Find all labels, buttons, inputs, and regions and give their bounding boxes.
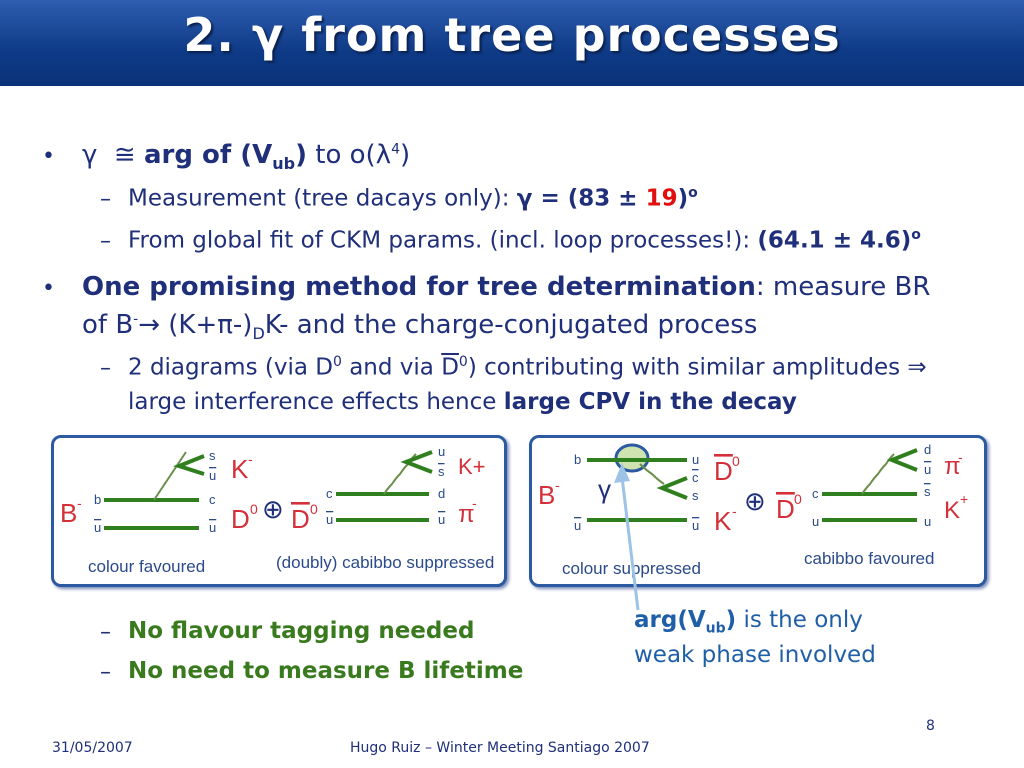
bullet-dot: • [42, 144, 55, 169]
quark-pair [400, 450, 433, 474]
sub-bullet-global-fit: From global fit of CKM params. (incl. lo… [128, 227, 921, 254]
b-meson-label: B [538, 480, 555, 510]
svg-text:u: u [438, 444, 445, 459]
quark-pair [173, 454, 205, 476]
title-bar: 2. γ from tree processes [0, 0, 1024, 86]
svg-text:0: 0 [250, 501, 258, 517]
quark-label: b [94, 492, 101, 507]
dash-marker: – [100, 229, 111, 254]
quark-label: u [209, 520, 216, 535]
svg-text:-: - [77, 495, 82, 511]
w-boson-wiggle [153, 451, 187, 501]
bullet-1: γ ≅ arg of (Vub) to o(λ4) [82, 140, 411, 174]
oplus-symbol: ⊕ [744, 486, 766, 516]
svg-text:u: u [438, 512, 445, 527]
svg-text:0: 0 [794, 491, 802, 507]
callout-line-1: arg(Vub) is the only [634, 607, 863, 637]
svg-text:u: u [924, 462, 931, 477]
svg-text:u: u [692, 452, 699, 467]
svg-text:s: s [692, 488, 699, 503]
svg-text:d: d [438, 486, 445, 501]
bullet-2-line-2: of B-→ (K+π-)DK- and the charge-conjugat… [82, 310, 758, 344]
svg-text:0: 0 [310, 501, 318, 517]
page-number: 8 [926, 718, 935, 734]
svg-text:u: u [326, 512, 333, 527]
dash-marker: – [100, 620, 111, 645]
no-flavour-tagging: No flavour tagging needed [128, 618, 475, 644]
slide-title: 2. γ from tree processes [183, 8, 841, 62]
b-meson-label: B [60, 498, 77, 528]
arg-vub-label: arg of (Vub) [143, 140, 307, 174]
callout-line-2: weak phase involved [634, 642, 876, 668]
oplus-symbol: ⊕ [262, 494, 284, 524]
pi-label: π [458, 501, 475, 528]
k-minus-label: K [714, 506, 732, 536]
order-text: to o(λ [306, 140, 392, 170]
gamma-label: γ [598, 474, 611, 504]
svg-text:c: c [812, 486, 819, 501]
pi-label: π [944, 453, 961, 480]
svg-text:d: d [924, 442, 931, 457]
svg-text:-: - [732, 503, 737, 519]
k-minus-label: K [231, 454, 249, 484]
svg-text:-: - [555, 477, 560, 493]
svg-text:u: u [692, 518, 699, 533]
label-doubly-cabibbo-suppressed: (doubly) cabibbo suppressed [276, 553, 494, 572]
svg-text:u: u [924, 514, 931, 529]
svg-text:-: - [248, 451, 253, 467]
bullet-2-line-1: One promising method for tree determinat… [82, 272, 931, 302]
gamma-symbol: γ [82, 140, 98, 170]
svg-text:s: s [924, 484, 931, 499]
footer-author: Hugo Ruiz – Winter Meeting Santiago 2007 [350, 740, 650, 756]
quark-label: c [209, 492, 216, 507]
k-plus-label: K [944, 497, 960, 524]
error-value: 19 [645, 185, 678, 212]
quark-label: u [94, 520, 101, 535]
quark-pair [656, 476, 688, 500]
d0bar-label: D [714, 456, 733, 486]
dash-marker: – [100, 660, 111, 685]
svg-text:u: u [812, 514, 819, 529]
dash-marker: – [100, 187, 111, 212]
svg-text:-: - [958, 449, 963, 465]
svg-text:s: s [438, 464, 445, 479]
quark-pair [886, 448, 918, 472]
feynman-diagrams-left: s u b u c u B - K - D 0 ⊕ D 0 c u u s d … [60, 444, 494, 576]
d0bar-label: D [291, 504, 310, 534]
quark-label: u [209, 468, 216, 483]
footer-date: 31/05/2007 [52, 740, 133, 756]
diagram-box-left: s u b u c u B - K - D 0 ⊕ D 0 c u u s d … [51, 435, 507, 587]
svg-text:-: - [472, 495, 477, 511]
label-cabibbo-favoured: cabibbo favoured [804, 549, 934, 568]
svg-text:+: + [960, 491, 968, 507]
callout-arrow [614, 463, 640, 611]
quark-label: s [209, 448, 216, 463]
sub-bullet-diagrams-line-1: 2 diagrams (via D0 and via D0) contribut… [128, 354, 927, 381]
label-colour-suppressed: colour suppressed [562, 559, 701, 578]
svg-text:u: u [574, 518, 581, 533]
sub-bullet-diagrams-line-2: large interference effects hence large C… [128, 389, 797, 415]
no-b-lifetime: No need to measure B lifetime [128, 658, 524, 684]
sub-bullet-measurement: Measurement (tree dacays only): γ = (83 … [128, 185, 698, 212]
svg-text:b: b [574, 452, 581, 467]
d0-label: D [231, 504, 250, 534]
svg-text:c: c [692, 470, 699, 485]
w-boson-wiggle [639, 463, 665, 485]
k-plus-label: K+ [458, 454, 486, 479]
feynman-diagrams-right: b u u c s u B - γ D 0 K - ⊕ D 0 c u d u … [538, 442, 968, 578]
label-colour-favoured: colour favoured [88, 557, 205, 576]
svg-text:c: c [326, 486, 333, 501]
dash-marker: – [100, 356, 111, 381]
d0bar-label: D [776, 494, 795, 524]
bullet-dot: • [42, 276, 55, 301]
diagram-box-right: b u u c s u B - γ D 0 K - ⊕ D 0 c u d u … [529, 435, 987, 587]
approx-symbol: ≅ [113, 140, 136, 170]
svg-text:0: 0 [732, 453, 740, 469]
